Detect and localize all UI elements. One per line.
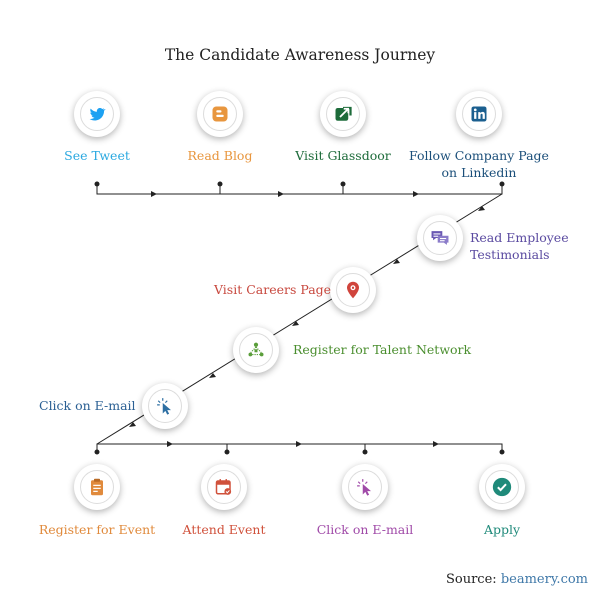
apply-node <box>479 464 525 510</box>
cursor-click-icon <box>357 479 371 496</box>
read-blog-label: Read Blog <box>187 148 253 163</box>
visit-glassdoor-label: Visit Glassdoor <box>295 148 391 163</box>
attend-event-label: Attend Event <box>182 522 266 537</box>
dot <box>224 449 230 455</box>
click-email-2-node <box>342 464 388 510</box>
network-icon <box>248 342 264 357</box>
apply-label: Apply <box>483 522 521 537</box>
see-tweet-label: See Tweet <box>64 148 130 163</box>
see-tweet-node <box>74 91 120 137</box>
clipboard-icon <box>91 478 103 496</box>
talent-network-node <box>233 327 279 373</box>
dot <box>217 181 223 187</box>
arrow <box>209 373 216 378</box>
cursor-click-icon <box>157 398 171 415</box>
visit-glassdoor-node <box>320 91 366 137</box>
calendar-icon <box>215 479 232 495</box>
click-email-label: Click on E-mail <box>39 398 136 413</box>
blogger-icon <box>212 106 228 122</box>
arrow <box>478 206 485 211</box>
top-row-line <box>96 184 503 195</box>
dot <box>94 181 100 187</box>
linkedin-node <box>456 91 502 137</box>
arrow <box>129 422 136 427</box>
arrow <box>167 441 173 447</box>
click-email-node <box>142 383 188 429</box>
testimonials-label: Read Employee Testimonials <box>470 229 569 263</box>
glassdoor-icon <box>335 106 352 121</box>
dot <box>94 449 100 455</box>
linkedin-label: Follow Company Page on Linkedin <box>402 147 556 181</box>
arrow <box>393 259 400 264</box>
diagram-title: The Candidate Awareness Journey <box>164 46 436 64</box>
linkedin-label-line2: on Linkedin <box>441 165 517 180</box>
dot <box>499 181 505 187</box>
chat-bubbles-icon <box>431 231 449 245</box>
source-link[interactable]: beamery.com <box>500 572 588 587</box>
careers-label: Visit Careers Page <box>214 282 332 297</box>
testimonials-node <box>417 215 463 261</box>
arrow <box>296 441 302 447</box>
register-event-label: Register for Event <box>38 522 156 537</box>
checkmark-icon <box>492 477 512 497</box>
read-blog-node <box>197 91 243 137</box>
linkedin-label-line1: Follow Company Page <box>409 148 549 163</box>
dot <box>499 449 505 455</box>
arrow <box>292 321 299 326</box>
arrow <box>151 191 157 197</box>
careers-node <box>330 267 376 313</box>
testimonials-label-line1: Read Employee <box>470 230 569 245</box>
register-event-node <box>74 464 120 510</box>
testimonials-label-line2: Testimonials <box>470 247 550 262</box>
arrow <box>413 191 419 197</box>
dot <box>340 181 346 187</box>
arrow <box>278 191 284 197</box>
source-credit: Source: beamery.com <box>446 572 588 587</box>
arrow <box>433 441 439 447</box>
talent-network-label: Register for Talent Network <box>293 342 472 357</box>
click-email-2-label: Click on E-mail <box>316 522 414 537</box>
linkedin-icon <box>471 106 487 122</box>
map-pin-icon <box>347 281 359 299</box>
dot <box>362 449 368 455</box>
attend-event-node <box>201 464 247 510</box>
twitter-icon <box>89 108 106 121</box>
source-prefix: Source: <box>445 572 497 587</box>
